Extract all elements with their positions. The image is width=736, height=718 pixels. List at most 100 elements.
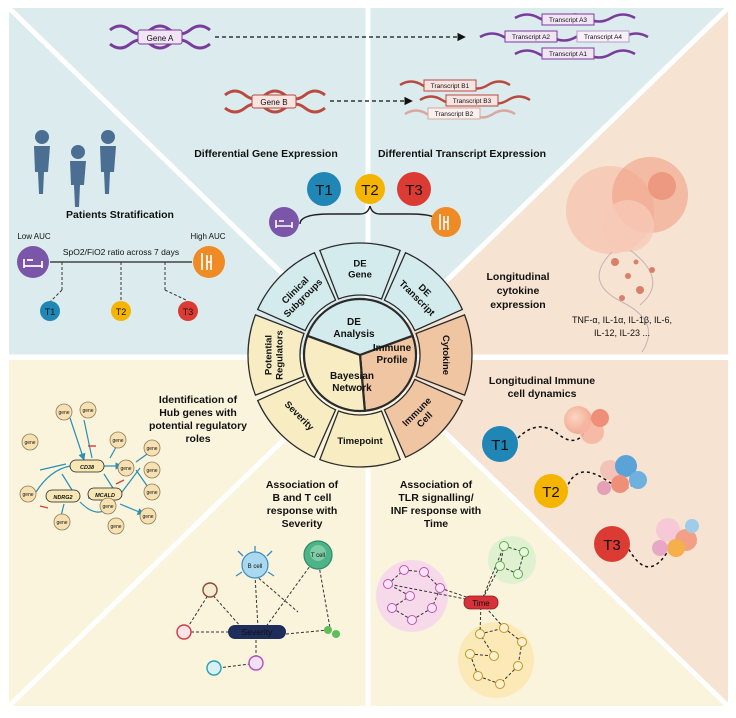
low-auc-label: Low AUC: [17, 232, 51, 241]
hub-gene-node-label: gene: [82, 408, 93, 414]
tlr-title-line-2: TLR signalling/: [398, 492, 473, 504]
hub-mcald-label: MCALD: [95, 493, 115, 499]
hub-gene-node-label: gene: [58, 410, 69, 416]
gene-b-group: Gene B: [224, 89, 413, 114]
hub-gene-node-label: gene: [102, 504, 113, 510]
tlr-title-line-3: INF response with: [391, 505, 481, 517]
severity-node-red: [176, 624, 192, 640]
hub-gene-node-label: gene: [56, 520, 67, 526]
transcript-b2-label: Transcript B2: [435, 111, 474, 118]
time-pink-node: [407, 615, 417, 625]
patients-figures-icon: [34, 130, 116, 207]
hub-gene-node-label: gene: [120, 466, 131, 472]
time-pink-node: [435, 583, 445, 593]
hospital-bed-icon-top: [269, 207, 299, 237]
immune-t2-label: T2: [542, 484, 560, 501]
transcript-b1-label: Transcript B1: [431, 83, 470, 90]
time-yellow-node: [495, 679, 505, 689]
diff-gene-title: Differential Gene Expression: [194, 148, 338, 160]
time-pink-node: [387, 603, 397, 613]
hub-gene-node: [143, 483, 161, 501]
hub-gene-node: [117, 459, 135, 477]
transcript-b3-label: Transcript B3: [453, 98, 492, 105]
strat-t3-label: T3: [183, 307, 194, 317]
time-yellow-node: [475, 629, 485, 639]
strat-t1-circle: [40, 301, 60, 321]
hub-gene-node: [139, 507, 157, 525]
time-yellow-node: [517, 637, 527, 647]
hub-gene-node-label: gene: [110, 524, 121, 530]
time-pink-node: [419, 567, 429, 577]
gene-a-label: Gene A: [147, 34, 174, 43]
hub-gene-node-label: gene: [146, 446, 157, 452]
hub-gene-node-label: gene: [22, 492, 33, 498]
time-green-node: [499, 541, 509, 551]
bt-title-line-2: B and T cell: [273, 492, 332, 504]
transcript-a3-label: Transcript A3: [549, 17, 587, 24]
time-yellow-node: [473, 671, 483, 681]
diff-transcript-title: Differential Transcript Expression: [378, 148, 546, 160]
spo2-axis-label: SpO2/FiO2 ratio across 7 days: [63, 247, 179, 257]
hub-title-line-2: Hub genes with: [159, 407, 237, 419]
hospital-bed-icon-left: [17, 246, 49, 278]
top-t1-label: T1: [315, 182, 333, 199]
hub-gene-node-label: gene: [146, 468, 157, 474]
immune-dyn-title-line-1: Longitudinal Immune: [489, 375, 595, 387]
severity-node-green-1: [324, 626, 332, 634]
severity-node-brown: [202, 582, 218, 598]
immune-t2-circle: [534, 474, 568, 508]
wheel-segment-immune-cell: [383, 378, 464, 459]
wheel-segment-de-gene: [319, 242, 401, 300]
patients-stratification-title: Patients Stratification: [66, 209, 174, 221]
strat-t3-circle: [178, 301, 198, 321]
time-yellow-node: [489, 651, 499, 661]
wheel-label-cytokine: Cytokine: [440, 335, 451, 375]
cytokine-list-line-1: TNF-α, IL-1α, IL-1β, IL-6,: [572, 315, 672, 325]
tlr-title-line-1: Association of: [400, 479, 473, 491]
immune-t1-circle: [482, 426, 518, 462]
top-t2-label: T2: [361, 182, 379, 199]
time-node-label: Time: [472, 599, 490, 608]
center-immune-profile: [358, 334, 418, 412]
severity-node-label: Severity: [242, 627, 273, 637]
b-cell-label: B cell: [248, 564, 263, 570]
top-t2-circle: [355, 174, 385, 204]
immune-dyn-title-line-2: cell dynamics: [508, 388, 577, 400]
time-network: Time: [376, 536, 536, 698]
hub-gene-node: [143, 439, 161, 457]
t-cell-label: T cell: [311, 553, 325, 559]
hub-gene-node: [143, 461, 161, 479]
cytokine-title-line-2: cytokine: [497, 285, 540, 297]
hub-gene-node-label: gene: [112, 438, 123, 444]
severity-node-green-2: [332, 630, 340, 638]
gene-b-label: Gene B: [260, 98, 287, 107]
center-de-analysis: [305, 297, 415, 357]
high-auc-label: High AUC: [190, 232, 225, 241]
immune-t3-circle: [594, 526, 630, 562]
center-bayesian-network: [302, 334, 367, 413]
transcript-a1-label: Transcript A1: [549, 51, 587, 58]
immune-dynamics-illustration: [517, 406, 699, 568]
top-t1-circle: [307, 172, 341, 206]
strat-t2-label: T2: [116, 307, 127, 317]
transcripts-b-group: Transcript B1 Transcript B3 Transcript B…: [399, 79, 531, 120]
time-pink-node: [405, 591, 415, 601]
hub-gene-node: [107, 517, 125, 535]
cytokine-title-line-3: expression: [490, 299, 545, 311]
time-yellow-node: [499, 623, 509, 633]
hub-title-line-1: Identification of: [159, 394, 238, 406]
hub-gene-node: [19, 485, 37, 503]
transcripts-a-group: Transcript A3 Transcript A2 Transcript A…: [479, 13, 649, 60]
hub-gene-node-label: gene: [142, 514, 153, 520]
time-green-node: [519, 547, 529, 557]
hub-gene-node: [79, 401, 97, 419]
hub-title-line-3: potential regulatory: [149, 420, 247, 432]
cytokine-title-line-1: Longitudinal: [487, 271, 550, 283]
time-pink-node: [383, 579, 393, 589]
wheel-segment-severity: [256, 378, 337, 459]
